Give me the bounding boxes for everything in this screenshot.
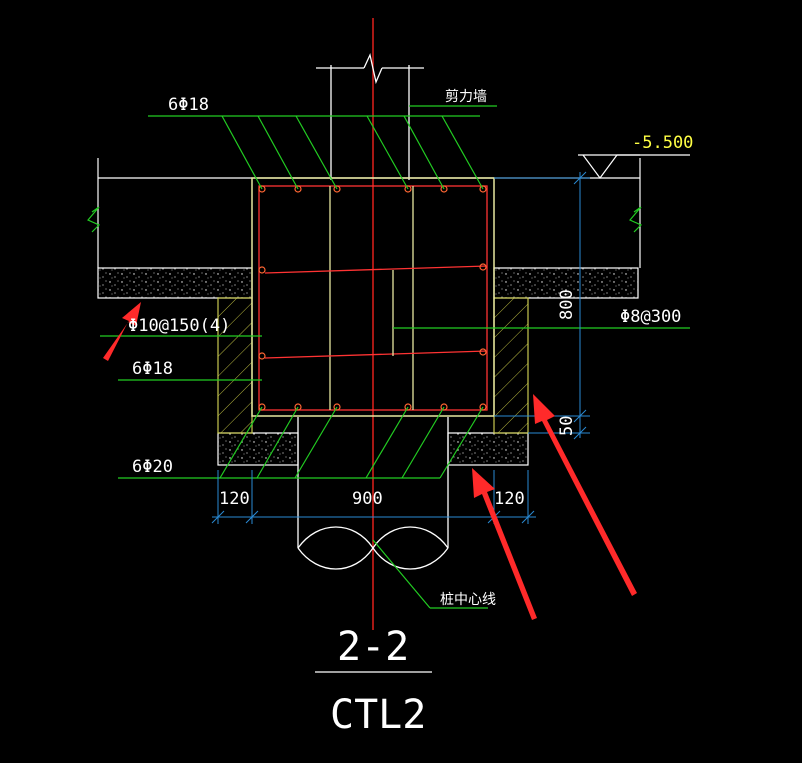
dim-mid-label: 900 xyxy=(352,489,383,509)
stirrup-label: Φ10@150(4) xyxy=(128,316,230,336)
red-arrow-middle xyxy=(472,468,537,620)
red-arrow-left xyxy=(103,302,141,361)
dim-left-label: 120 xyxy=(219,489,250,509)
shear-wall-label: 剪力墙 xyxy=(445,89,487,105)
beam-outline xyxy=(251,177,495,417)
elevation-label: -5.500 xyxy=(632,133,693,153)
pile xyxy=(297,417,449,570)
bottom-rebar-label: 6Φ20 xyxy=(132,457,173,477)
tie-rebar-label: Φ8@300 xyxy=(620,307,681,327)
shear-wall xyxy=(316,52,424,180)
section-mark: 2-2 xyxy=(337,624,409,670)
rebar-cage xyxy=(258,185,488,411)
horizontal-dimension xyxy=(211,470,536,524)
dim-right-label: 120 xyxy=(494,489,525,509)
red-arrow-right xyxy=(533,394,637,596)
beam-code: CTL2 xyxy=(330,692,426,738)
waist-rebar-label: 6Φ18 xyxy=(132,359,173,379)
annotation-arrows xyxy=(103,302,637,620)
height-dimension-label: 800 xyxy=(557,289,577,320)
elevation-marker xyxy=(578,154,690,180)
leader-lines xyxy=(100,105,690,609)
pile-center-label: 桩中心线 xyxy=(440,591,496,608)
top-rebar-label: 6Φ18 xyxy=(168,95,209,115)
offset-dimension-label: 50 xyxy=(557,416,577,436)
ground-slab xyxy=(87,158,643,268)
rebar-bars xyxy=(258,185,487,411)
